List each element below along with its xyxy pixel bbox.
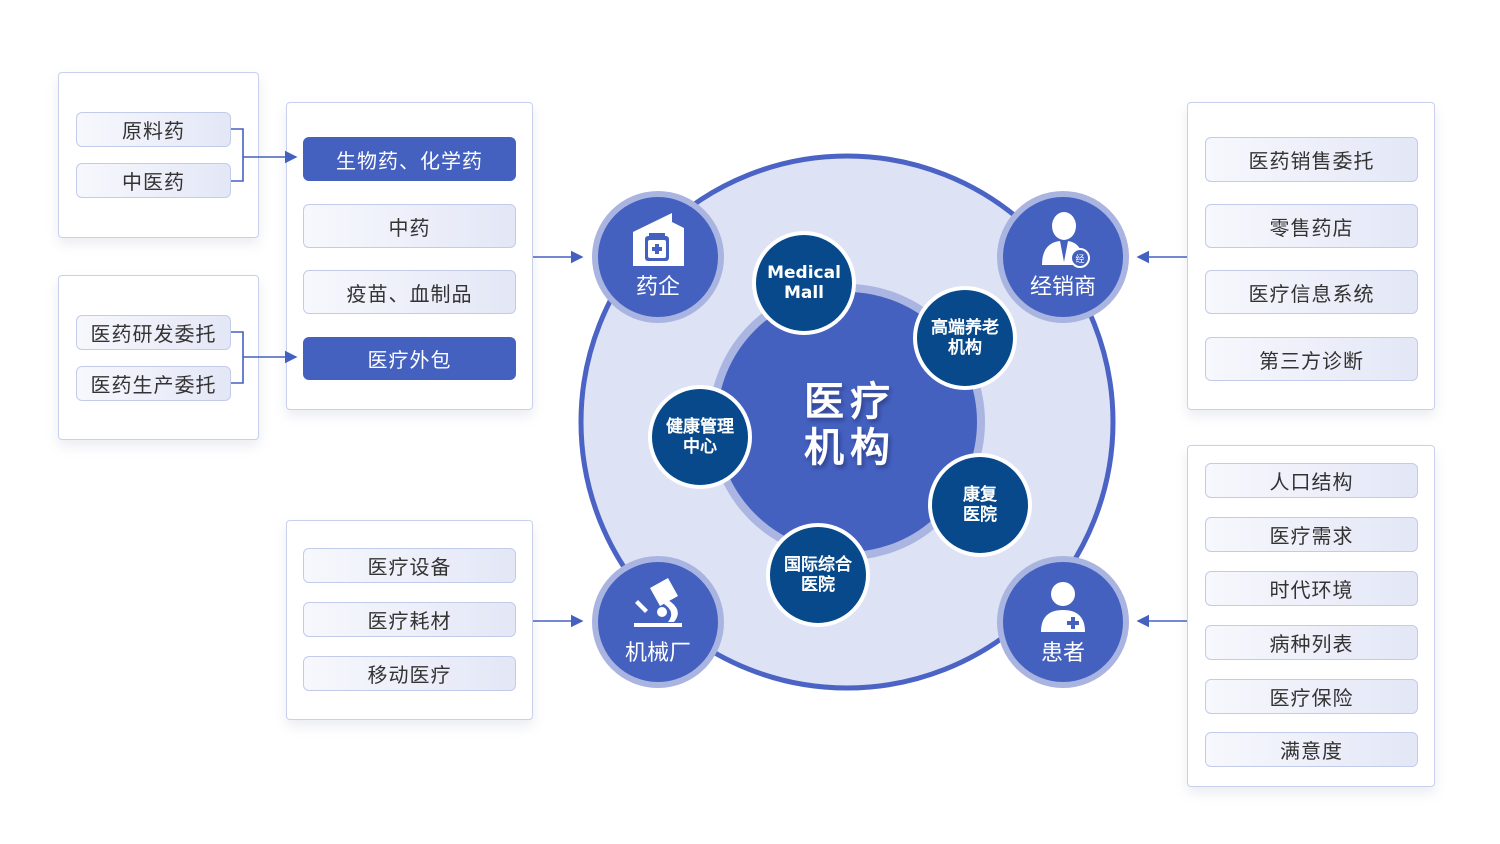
center-line-2: 机构	[804, 425, 896, 471]
medical-institution-center: 医疗 机构	[767, 375, 933, 475]
bracket-outsource	[231, 331, 296, 384]
tcm-item[interactable]: 中药	[303, 204, 516, 248]
elder-care-node[interactable]: 高端养老 机构	[915, 288, 1015, 388]
device-factory-label: 机械厂	[624, 640, 691, 666]
pharma-company-label: 药企	[635, 274, 680, 300]
medical-consumables-item[interactable]: 医疗耗材	[303, 602, 516, 637]
node-line-1: 高端养老	[931, 317, 999, 338]
mobile-health-item[interactable]: 移动医疗	[303, 656, 516, 691]
disease-list-item[interactable]: 病种列表	[1205, 625, 1418, 660]
medical-equipment-item[interactable]: 医疗设备	[303, 548, 516, 583]
node-line-2: 医院	[801, 575, 835, 595]
patient-label: 患者	[1040, 640, 1085, 666]
tcm-drug-item[interactable]: 中医药	[76, 163, 231, 198]
vaccine-blood-item[interactable]: 疫苗、血制品	[303, 270, 516, 314]
node-line-1: 健康管理	[666, 416, 734, 437]
medical-demand-item[interactable]: 医疗需求	[1205, 517, 1418, 552]
distributor-label: 经销商	[1029, 274, 1096, 300]
distributor-person-icon	[1042, 212, 1090, 268]
pharma-building-icon	[633, 213, 684, 266]
third-party-diagnosis-item[interactable]: 第三方诊断	[1205, 337, 1418, 381]
node-line-1: 国际综合	[784, 554, 852, 575]
bio-chem-drug-item[interactable]: 生物药、化学药	[303, 137, 516, 181]
medical-insurance-item[interactable]: 医疗保险	[1205, 679, 1418, 714]
raw-materials-panel	[58, 72, 259, 238]
node-line-1: 康复	[963, 484, 997, 505]
node-line-2: 机构	[948, 338, 982, 358]
medical-outsourcing-item[interactable]: 医疗外包	[303, 337, 516, 380]
medical-info-system-item[interactable]: 医疗信息系统	[1205, 270, 1418, 314]
distributor-badge-glyph: 经	[1075, 253, 1084, 265]
sales-outsourcing-item[interactable]: 医药销售委托	[1205, 137, 1418, 182]
node-line-2: 中心	[683, 437, 717, 457]
inner-core	[717, 292, 977, 552]
node-line-2: 医院	[963, 505, 997, 525]
retail-pharmacy-item[interactable]: 零售药店	[1205, 204, 1418, 248]
rehab-hospital-node[interactable]: 康复 医院	[930, 455, 1030, 555]
microscope-icon	[634, 578, 682, 627]
node-line-1: Medical	[767, 262, 841, 283]
patient-factors-panel	[1187, 445, 1435, 787]
satisfaction-item[interactable]: 满意度	[1205, 732, 1418, 767]
node-circles	[648, 231, 1032, 627]
manufacturing-outsourcing-item[interactable]: 医药生产委托	[76, 366, 231, 401]
patient-person-icon	[1041, 582, 1085, 632]
bracket-raw	[231, 128, 296, 182]
node-line-2: Mall	[783, 283, 825, 303]
medical-mall-node[interactable]: Medical Mall	[754, 233, 854, 333]
connector-lines	[231, 128, 1187, 628]
raw-drug-item[interactable]: 原料药	[76, 112, 231, 147]
rd-outsourcing-item[interactable]: 医药研发委托	[76, 315, 231, 350]
era-environment-item[interactable]: 时代环境	[1205, 571, 1418, 606]
international-hospital-node[interactable]: 国际综合 医院	[768, 525, 868, 625]
center-line-1: 医疗	[804, 379, 896, 425]
population-structure-item[interactable]: 人口结构	[1205, 463, 1418, 498]
health-management-node[interactable]: 健康管理 中心	[650, 387, 750, 487]
outsourcing-panel	[58, 275, 259, 440]
